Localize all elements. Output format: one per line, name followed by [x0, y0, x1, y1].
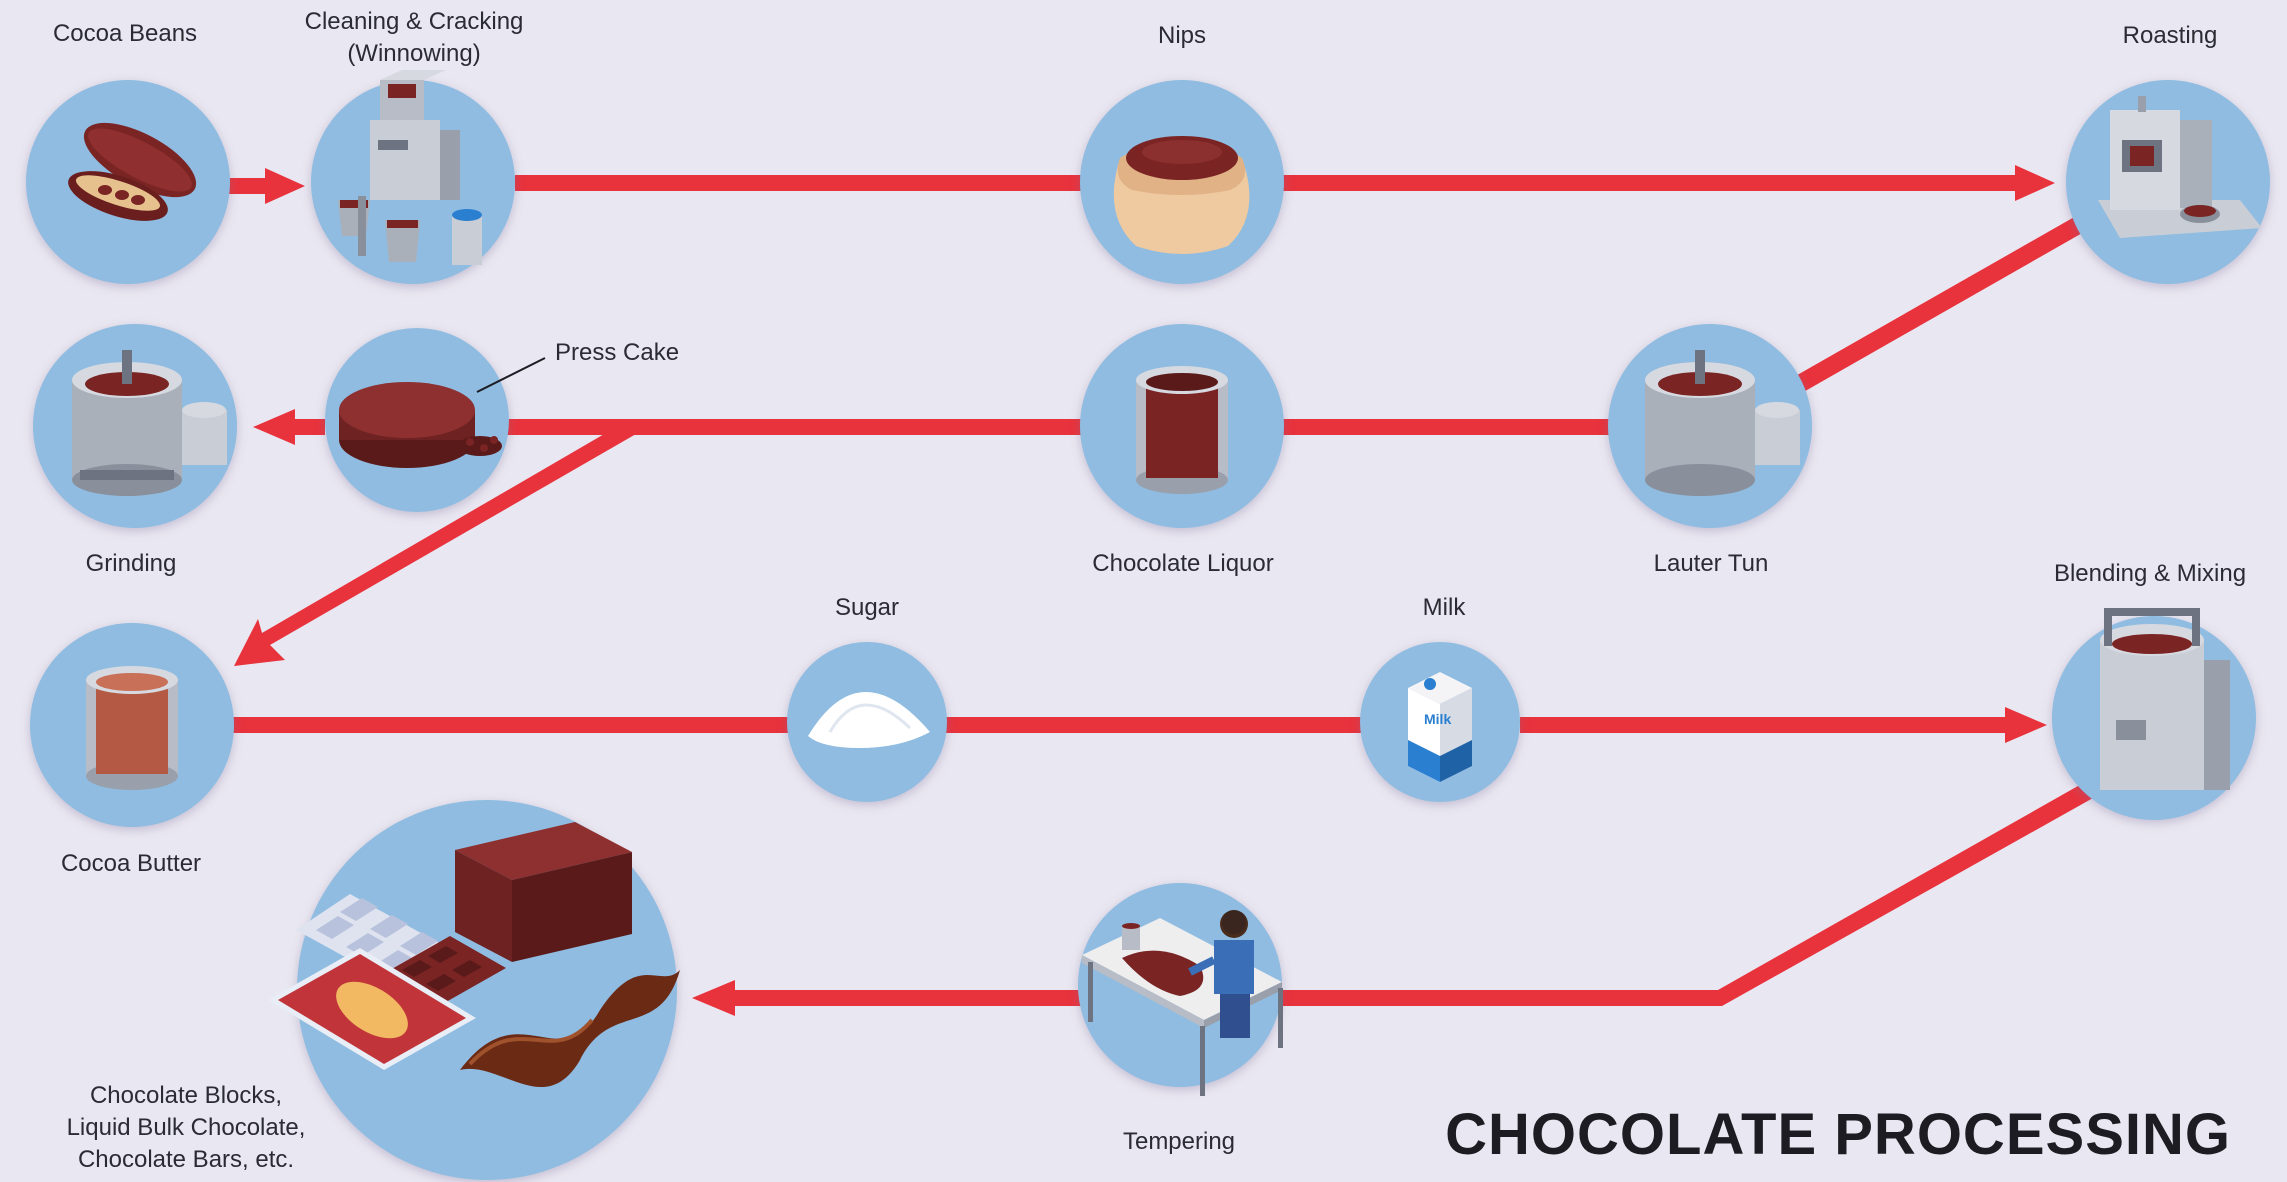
butter-container-icon — [86, 666, 178, 790]
page-title: CHOCOLATE PROCESSING — [1445, 1102, 2231, 1167]
press-cake-icon — [339, 382, 502, 468]
connector-blending-to-tempering — [1718, 782, 2093, 1006]
connector-lauter-to-liquor — [1280, 419, 1610, 435]
label-press-cake: Press Cake — [555, 339, 679, 366]
arrow-beans-to-cleaning — [228, 168, 305, 204]
label-cocoa-beans: Cocoa Beans — [52, 20, 198, 47]
label-blending: Blending & Mixing — [2053, 560, 2247, 587]
label-nips: Nips — [1157, 22, 1207, 49]
label-products-line1: Chocolate Blocks, — [89, 1082, 283, 1109]
label-cleaning: Cleaning & Cracking (Winnowing) — [305, 6, 524, 70]
connector-sugar-to-milk — [945, 717, 1365, 733]
label-tempering: Tempering — [1122, 1128, 1236, 1155]
label-lauter-tun: Lauter Tun — [1653, 550, 1769, 577]
tempering-worker-icon — [1082, 910, 1283, 1096]
label-cocoa-butter: Cocoa Butter — [60, 850, 202, 877]
arrow-press-to-grinding — [253, 409, 325, 445]
label-products-line3: Chocolate Bars, etc. — [77, 1146, 295, 1173]
label-milk: Milk — [1422, 594, 1466, 621]
connectors — [228, 165, 2093, 1016]
lauter-tun-icon — [1645, 350, 1800, 496]
sugar-pile-icon — [808, 691, 930, 748]
arrow-tempering-to-products — [692, 980, 1085, 1016]
cocoa-pod-icon — [68, 122, 197, 221]
label-products-line2: Liquid Bulk Chocolate, — [66, 1114, 306, 1141]
arrow-milk-to-blending — [1520, 707, 2047, 743]
sack-icon — [1113, 136, 1250, 254]
press-cake-pointer — [476, 357, 546, 393]
milk-carton-icon: Milk — [1408, 672, 1472, 782]
chocolate-products-icon — [268, 822, 680, 1088]
label-cleaning-line1: Cleaning & Cracking — [304, 8, 524, 35]
connector-cleaning-to-nips — [515, 175, 1085, 191]
label-sugar: Sugar — [834, 594, 900, 621]
liquor-container-icon — [1136, 366, 1228, 494]
milk-carton-text: Milk — [1424, 711, 1451, 727]
label-products: Chocolate Blocks, Liquid Bulk Chocolate,… — [67, 1080, 306, 1176]
winnowing-machine-icon — [338, 70, 482, 265]
connector-butter-to-sugar — [230, 717, 790, 733]
label-cleaning-line2: (Winnowing) — [347, 40, 481, 67]
label-chocolate-liquor: Chocolate Liquor — [1092, 550, 1274, 577]
connector-liquor-to-press — [505, 419, 1085, 435]
connector-tempering-corner — [1280, 990, 1722, 1006]
mixer-icon — [2100, 608, 2230, 790]
roaster-icon — [2098, 96, 2262, 238]
label-roasting: Roasting — [2122, 22, 2218, 49]
arrow-nips-to-roasting — [1280, 165, 2055, 201]
label-grinding: Grinding — [85, 550, 177, 577]
connector-roasting-to-lauter — [1792, 216, 2084, 394]
grinder-icon — [72, 350, 227, 496]
